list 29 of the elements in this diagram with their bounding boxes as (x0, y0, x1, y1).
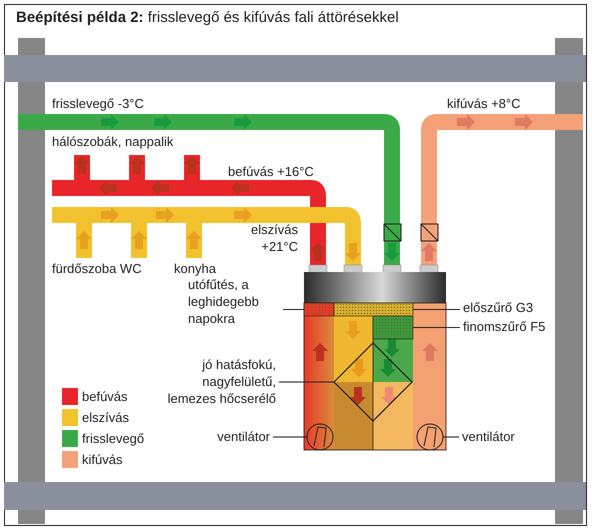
leader-line (282, 309, 304, 310)
leader-line (442, 436, 460, 438)
diagram-title: Beépítési példa 2: frisslevegő és kifúvás fali áttörésekkel (16, 9, 399, 26)
legend-label: kifúvás (82, 451, 122, 468)
legend-label: befúvás (82, 388, 128, 405)
leader-line (412, 309, 460, 310)
fan-symbol (416, 424, 444, 450)
legend-label: frisslevegő (82, 430, 144, 447)
callout-label: ventilátor (462, 428, 542, 445)
callout-label: finomszűrő F5 (463, 318, 573, 335)
filter-panel (372, 316, 414, 340)
callout-label: jó hatásfokú, nagyfelületű, lemezes hőcserélő (166, 356, 276, 407)
duct-label: hálószobák, nappalik (52, 133, 174, 150)
filter-panel (304, 302, 334, 316)
legend-label: elszívás (82, 409, 129, 426)
duct-label: fürdőszoba WC (52, 260, 142, 277)
callout-label: előszűrő G3 (463, 299, 573, 316)
filter-panel (334, 302, 414, 316)
leader-line (272, 436, 308, 438)
duct-label: konyha (174, 260, 216, 277)
callout-label: utófűtés, a leghidegebb napokra (188, 276, 280, 327)
duct-label: befúvás +16°C (228, 163, 314, 180)
heat-exchanger-diamond (333, 342, 413, 422)
duct-label: kifúvás +8°C (447, 95, 520, 112)
leader-line (412, 327, 460, 328)
duct-label: frisslevegő -3°C (52, 95, 144, 112)
fan-symbol (306, 424, 334, 450)
duct-label: elszívás +21°C (250, 221, 298, 255)
callout-label: ventilátor (200, 428, 270, 445)
